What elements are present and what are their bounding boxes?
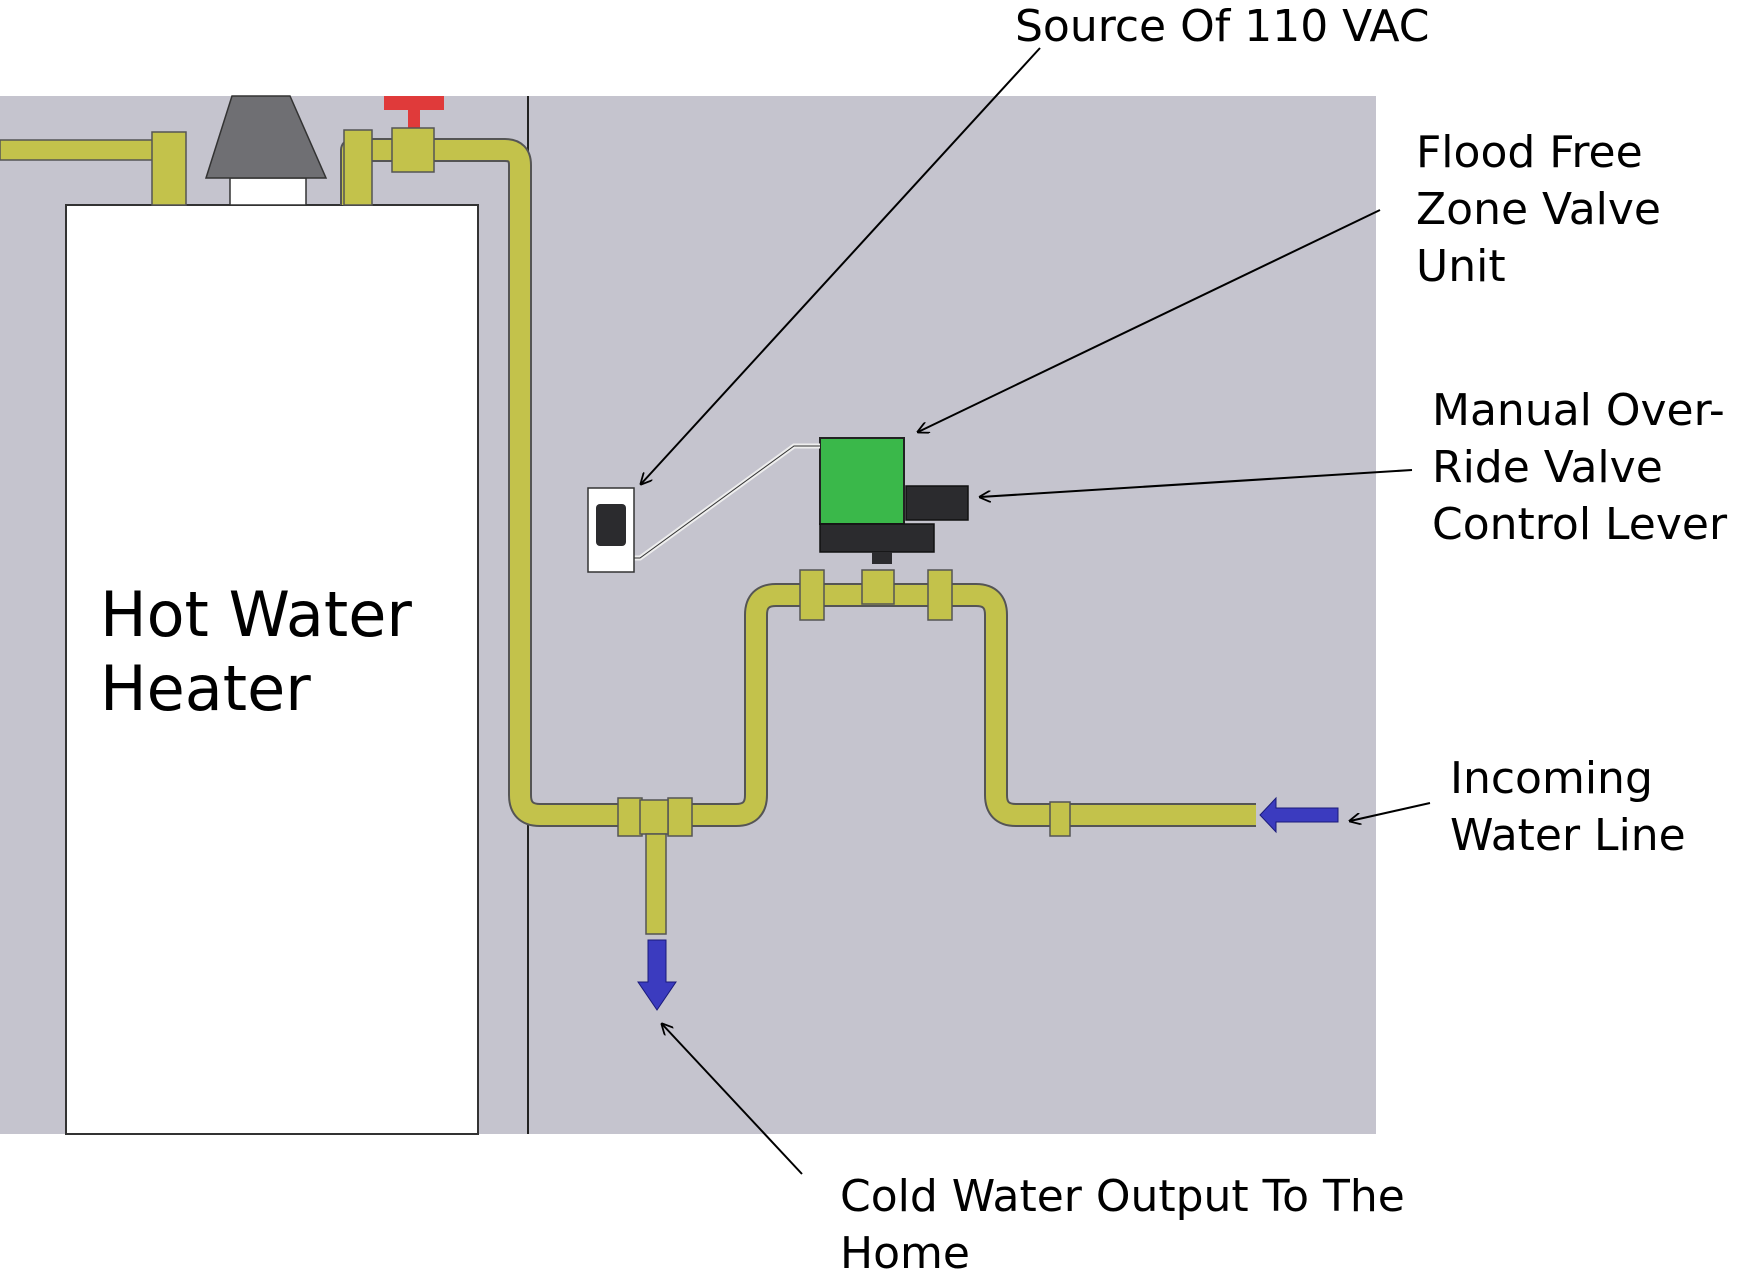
incoming-line-label-line-2: Water Line — [1450, 810, 1686, 861]
override-lever-label: Manual Over- Ride Valve Control Lever — [1432, 382, 1727, 553]
zone-valve-label-line-3: Unit — [1416, 241, 1506, 292]
leader-zone-valve — [918, 209, 1381, 432]
cold-output-label-line-1: Cold Water Output To The — [840, 1171, 1405, 1222]
leader-cold-output — [662, 1024, 803, 1175]
flue-vent — [204, 95, 328, 206]
incoming-flow-arrow — [1259, 796, 1339, 834]
zone-valve-unit — [819, 437, 935, 564]
cold-pipe-fill — [342, 140, 1256, 825]
power-outlet — [587, 487, 635, 573]
zone-valve-label: Flood Free Zone Valve Unit — [1416, 124, 1661, 295]
cold-output-label-line-2: Home — [840, 1228, 970, 1279]
leader-incoming-line — [1350, 802, 1431, 821]
power-source-label-line-1: Source Of 110 VAC — [1015, 1, 1430, 52]
leader-override-lever — [980, 469, 1413, 497]
tee-output-branch — [645, 833, 667, 935]
water-heater-tank — [65, 204, 479, 1135]
zone-valve-label-line-2: Zone Valve — [1416, 184, 1661, 235]
zone-valve-label-line-1: Flood Free — [1416, 127, 1643, 178]
right-wall-background — [530, 96, 1376, 1134]
relief-valve — [384, 96, 444, 130]
override-lever-label-line-2: Ride Valve — [1432, 442, 1663, 493]
output-flow-arrow — [637, 939, 677, 1011]
hot-water-pipe — [0, 131, 187, 206]
cold-output-label: Cold Water Output To The Home — [840, 1168, 1405, 1282]
pipe-fittings — [343, 127, 1071, 837]
override-lever — [905, 485, 969, 521]
heater-label-line-1: Hot Water — [100, 578, 412, 651]
override-lever-label-line-1: Manual Over- — [1432, 385, 1725, 436]
leader-power-source — [641, 47, 1041, 484]
incoming-line-label: Incoming Water Line — [1450, 750, 1686, 864]
incoming-line-label-line-1: Incoming — [1450, 753, 1653, 804]
heater-label-line-2: Heater — [100, 652, 311, 725]
override-lever-label-line-3: Control Lever — [1432, 499, 1728, 550]
power-source-label: Source Of 110 VAC — [1015, 0, 1430, 55]
heater-label: Hot Water Heater — [100, 578, 412, 726]
